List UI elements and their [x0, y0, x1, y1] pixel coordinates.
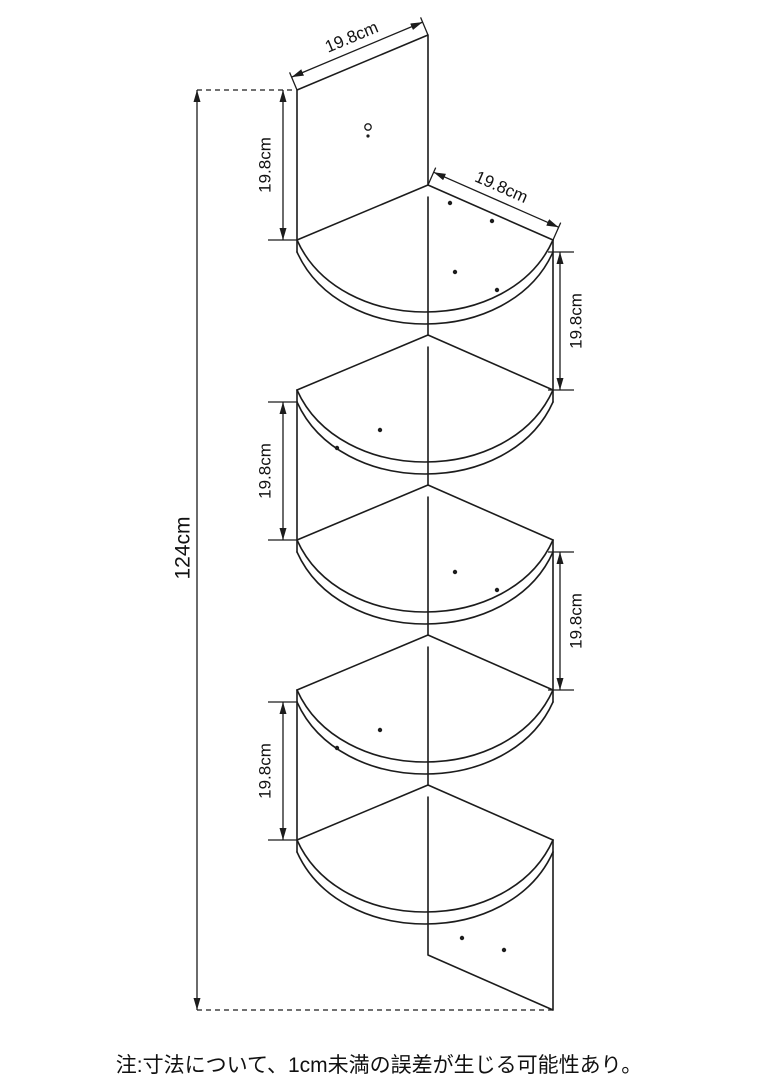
back-panel-tier2: [296, 346, 429, 541]
dim-top-panel-height: 19.8cm: [255, 90, 298, 241]
shelf-5: [296, 784, 554, 925]
dim-label-tier3-spacing: 19.8cm: [566, 593, 585, 649]
dim-tier2-spacing: 19.8cm: [255, 401, 298, 541]
dim-tier3-spacing: 19.8cm: [548, 551, 585, 691]
screw-holes: [334, 200, 507, 953]
shelf-3: [296, 484, 554, 625]
back-panel-tier3: [427, 496, 554, 691]
back-panel-tier4: [296, 646, 429, 841]
dim-label-tier1-spacing: 19.8cm: [566, 293, 585, 349]
shelf-structure: [296, 34, 554, 1011]
back-panel-tier1: [427, 196, 554, 391]
dim-total-height: 124cm: [172, 89, 556, 1011]
dim-top-width: 19.8cm: [289, 17, 429, 91]
dimension-note: 注:寸法について、1cm未満の誤差が生じる可能性あり。: [116, 1054, 642, 1077]
dim-label-tier2-spacing: 19.8cm: [255, 443, 274, 499]
top-back-panel: [296, 34, 429, 241]
dim-label-shelf-depth: 19.8cm: [472, 167, 531, 207]
dim-label-top-panel-height: 19.8cm: [255, 137, 274, 193]
dim-tier4-spacing: 19.8cm: [255, 701, 298, 841]
shelf-4: [296, 634, 554, 775]
keyhole-mount: [364, 123, 372, 138]
shelf-2: [296, 334, 554, 475]
dim-tier1-spacing: 19.8cm: [548, 251, 585, 391]
dim-label-total-height: 124cm: [172, 516, 195, 579]
dim-label-top-width: 19.8cm: [322, 18, 381, 57]
bottom-back-panel: [427, 796, 554, 1011]
shelf-1: [296, 184, 554, 325]
dim-label-tier4-spacing: 19.8cm: [255, 743, 274, 799]
dimensions: 124cm 19.8cm 19.8cm 19.8cm 19.8cm: [172, 17, 585, 1011]
